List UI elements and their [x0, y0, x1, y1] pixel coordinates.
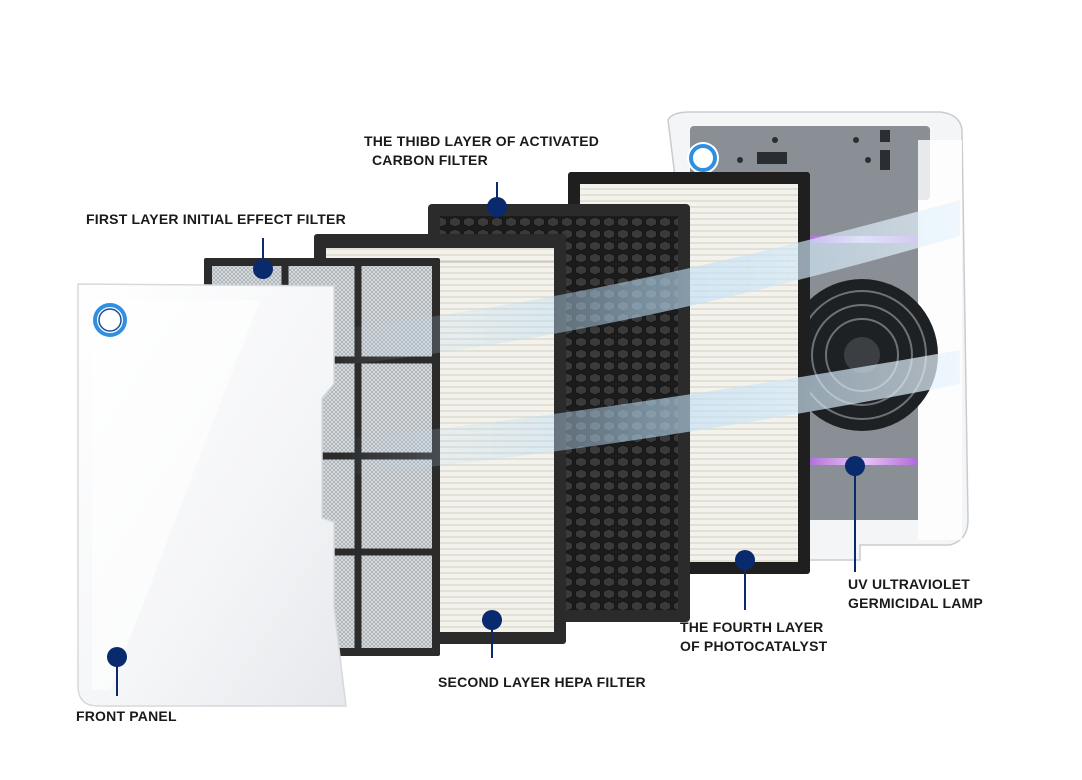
label-front-panel: FRONT PANEL [76, 707, 177, 726]
callout-carbon-marker [487, 182, 507, 217]
housing-indicator-ring [687, 142, 719, 174]
label-carbon-filter: THE THIBD LAYER OF ACTIVATED CARBON FILT… [364, 132, 599, 170]
callout-photocatalyst-marker [735, 550, 755, 610]
front-panel [78, 284, 346, 706]
label-photocatalyst: THE FOURTH LAYER OF PHOTOCATALYST [680, 618, 827, 656]
power-ring-icon [92, 302, 128, 338]
label-first-layer: FIRST LAYER INITIAL EFFECT FILTER [86, 210, 346, 229]
label-hepa-filter: SECOND LAYER HEPA FILTER [438, 673, 646, 692]
label-uv-lamp: UV ULTRAVIOLET GERMICIDAL LAMP [848, 575, 983, 613]
